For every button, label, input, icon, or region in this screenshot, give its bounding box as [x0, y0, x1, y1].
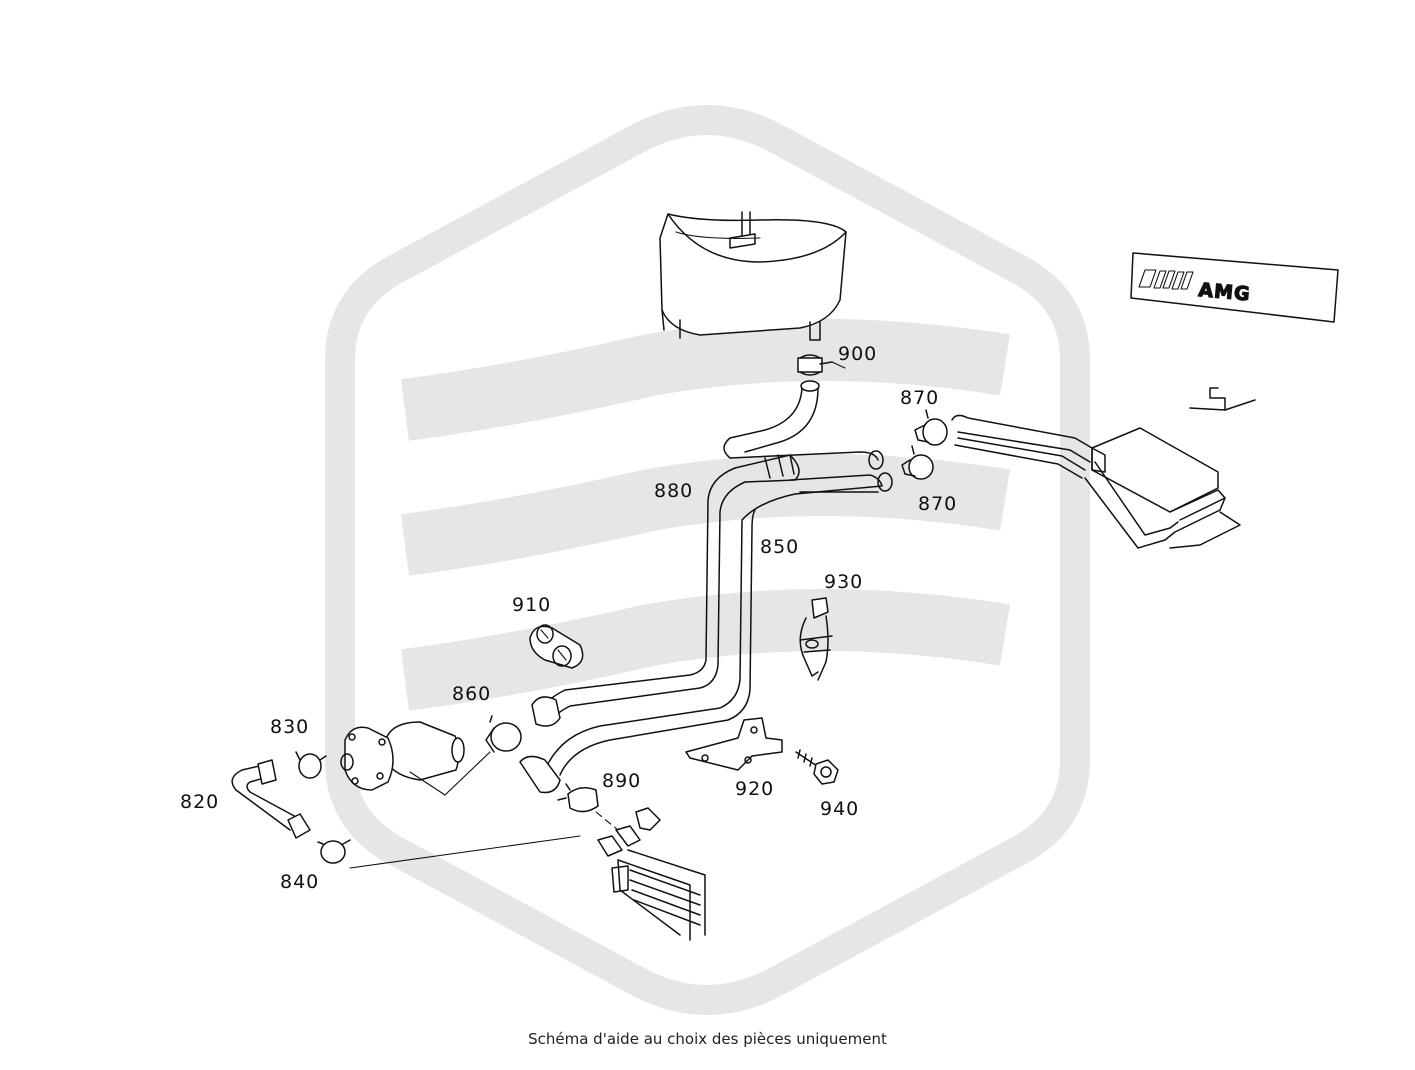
amg-badge-text: AMG: [1198, 279, 1252, 305]
clamp-870-bottom: [901, 445, 934, 480]
leader-lines: [349, 361, 846, 869]
clamp-900: [797, 354, 833, 376]
clamp-860: [485, 715, 522, 753]
callout-910: 910: [512, 594, 551, 616]
callout-870-bottom: 870: [918, 493, 957, 515]
amg-badge: AMG: [1130, 252, 1339, 323]
clamp-910: [529, 624, 584, 669]
callout-860: 860: [452, 683, 491, 705]
cooler-bottom: [597, 807, 706, 941]
hose-820: [231, 759, 311, 839]
clamp-930: [799, 597, 833, 681]
clamp-870-top: [914, 409, 948, 446]
hose-880-upper: [723, 387, 879, 461]
heat-exchanger: [951, 387, 1256, 549]
callout-820: 820: [180, 791, 219, 813]
expansion-tank: [659, 211, 847, 341]
clamp-890: [557, 783, 599, 813]
callout-850: 850: [760, 536, 799, 558]
water-pump: [340, 721, 465, 791]
callout-840: 840: [280, 871, 319, 893]
screw-940: [795, 749, 839, 785]
callout-870-top: 870: [900, 387, 939, 409]
callout-890: 890: [602, 770, 641, 792]
callout-830: 830: [270, 716, 309, 738]
watermark-logo: [325, 105, 1090, 1015]
callout-920: 920: [735, 778, 774, 800]
bracket-920: [685, 717, 783, 771]
callout-930: 930: [824, 571, 863, 593]
clamp-830: [295, 751, 327, 779]
hose-880: [531, 454, 800, 727]
hose-850: [519, 474, 883, 794]
clamp-840: [317, 839, 351, 864]
callout-880: 880: [654, 480, 693, 502]
callout-900: 900: [838, 343, 877, 365]
callout-940: 940: [820, 798, 859, 820]
disclaimer-caption: Schéma d'aide au choix des pièces unique…: [528, 1030, 887, 1048]
